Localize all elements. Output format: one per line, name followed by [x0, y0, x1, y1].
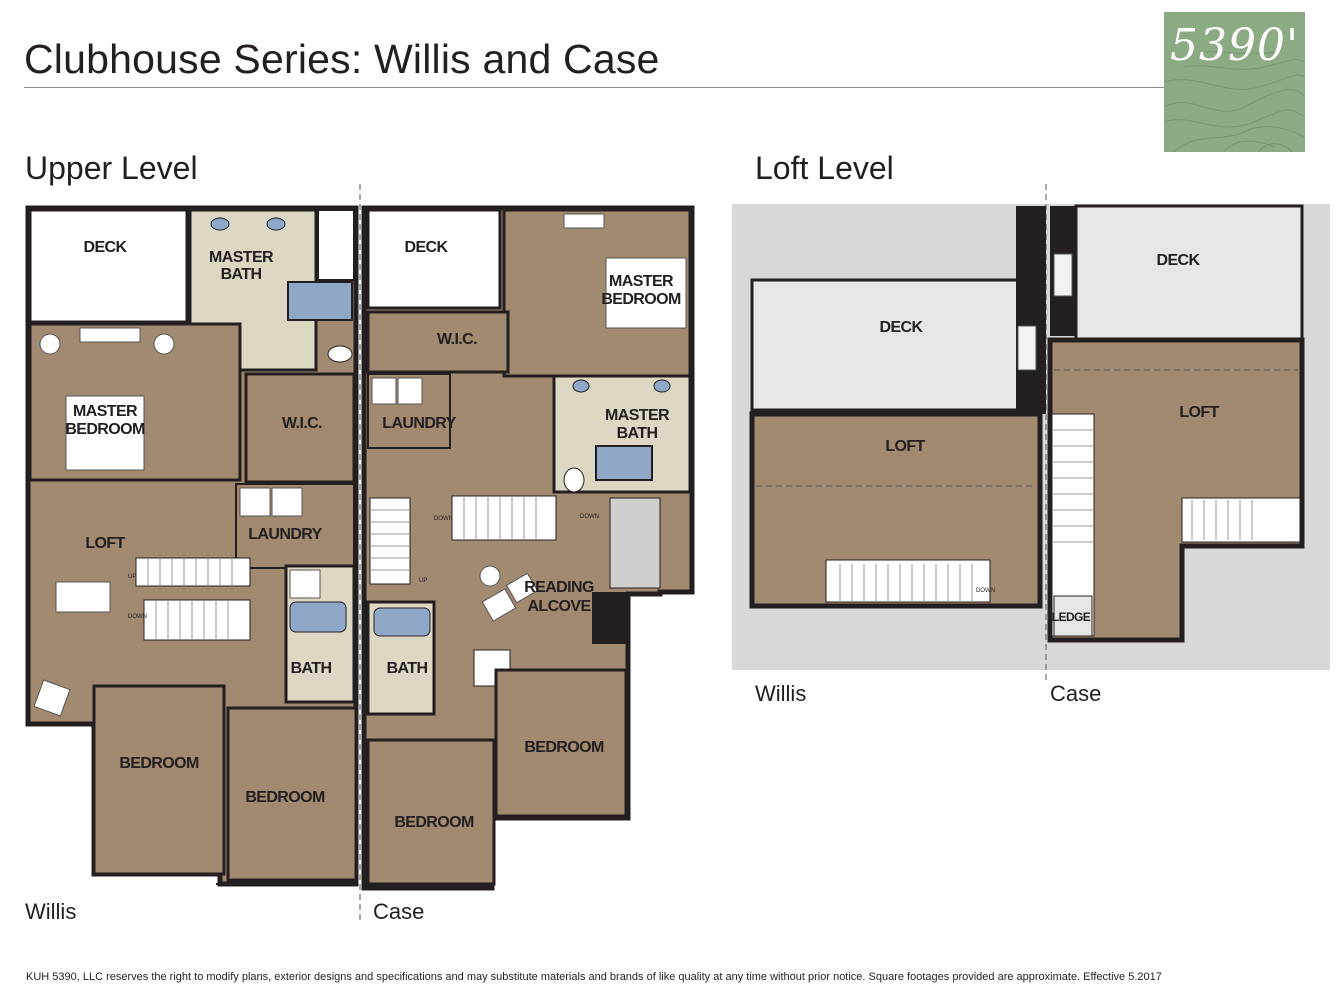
willis-bath-label: BATH	[291, 660, 332, 677]
case-stair-up-label: UP	[419, 578, 427, 584]
case-fireplace-icon	[1053, 253, 1073, 297]
case-laundry-label: LAUNDRY	[382, 415, 456, 432]
case-dresser-icon	[563, 213, 605, 229]
willis-wic	[244, 372, 356, 484]
case-shower	[595, 445, 653, 481]
willis-shower	[287, 281, 353, 321]
case-bedroom-2	[494, 668, 628, 818]
case-stair-down-label: DOWN	[434, 516, 453, 522]
willis-tub-icon	[289, 601, 347, 633]
willis-toilet-icon	[327, 345, 353, 363]
case-master-bath-label: MASTER	[605, 407, 670, 424]
willis-dresser-icon	[79, 327, 141, 343]
case-chair-icon	[505, 572, 539, 604]
logo-text: 5390'	[1170, 20, 1300, 71]
case-ledge-label: LEDGE	[1052, 610, 1091, 624]
case-reading-alcove-label: ALCOVE	[527, 598, 591, 615]
willis-closet	[317, 209, 355, 281]
title-divider	[24, 87, 1164, 88]
willis-stairs	[135, 557, 251, 641]
disclaimer-text: KUH 5390, LLC reserves the right to modi…	[26, 971, 1162, 983]
willis-sink-icon	[266, 217, 286, 231]
case-bed-icon	[605, 257, 687, 329]
willis-chair-icon	[153, 333, 175, 355]
willis-washer-icon	[239, 487, 271, 517]
case-master-bedroom-label: BEDROOM	[601, 291, 681, 308]
case-stairs	[369, 495, 661, 589]
upper-case-caption: Case	[373, 899, 425, 924]
willis-chair-icon	[39, 333, 61, 355]
case-wic-label: W.I.C.	[437, 331, 477, 348]
brand-logo: 5390'	[1164, 12, 1305, 152]
loft-willis-caption: Willis	[755, 681, 807, 706]
case-reading-alcove-label: READING	[524, 579, 594, 596]
willis-fireplace-icon	[1017, 325, 1037, 371]
case-ledge	[1053, 595, 1093, 637]
case-loft-label: LOFT	[1179, 404, 1219, 421]
case-washer-icon	[371, 377, 397, 405]
topographic-pattern-icon	[1164, 51, 1305, 152]
case-tub-icon	[373, 607, 431, 637]
willis-dryer-icon	[271, 487, 303, 517]
case-dryer-icon	[397, 377, 423, 405]
case-sink-icon	[653, 379, 671, 393]
willis-master-bedroom-label: MASTER	[73, 403, 138, 420]
case-loft-deck	[1074, 204, 1304, 342]
case-master-bath-label: BATH	[617, 425, 658, 442]
willis-laundry-label: LAUNDRY	[248, 526, 322, 543]
case-master-bedroom-label: MASTER	[609, 273, 674, 290]
case-stair-down-label: DOWN	[580, 514, 599, 520]
willis-master-bedroom-label: BEDROOM	[65, 421, 145, 438]
loft-level-heading: Loft Level	[755, 150, 894, 186]
case-bedroom-1-label: BEDROOM	[394, 814, 474, 831]
willis-loft-chimney	[1016, 206, 1046, 414]
willis-wic-label: W.I.C.	[282, 415, 322, 432]
willis-master-bath-label: MASTER	[209, 249, 274, 266]
willis-deck	[28, 208, 189, 324]
case-bath-label: BATH	[387, 660, 428, 677]
page-title: Clubhouse Series: Willis and Case	[24, 36, 660, 82]
case-wic	[366, 310, 510, 374]
willis-sink-icon	[210, 217, 230, 231]
case-deck	[366, 208, 502, 310]
case-table-icon	[479, 565, 501, 587]
willis-loft-stairs	[825, 559, 991, 603]
case-loft-deck-label: DECK	[1157, 252, 1201, 269]
upper-level-floor-plan: UP DOWN DECK MASTER BATH MASTER BEDROOM …	[25, 184, 695, 924]
case-bedroom-2-label: BEDROOM	[524, 739, 604, 756]
loft-level-floor-plan: DOWN DECK LOFT DECK LOFT LEDGE	[732, 184, 1330, 684]
willis-loft-stair-down-label: DOWN	[976, 588, 995, 594]
willis-loft-label: LOFT	[885, 438, 925, 455]
willis-loft-label: LOFT	[85, 535, 125, 552]
willis-loft-deck	[750, 278, 1042, 412]
case-sink-icon	[572, 379, 590, 393]
willis-loft-deck-label: DECK	[880, 319, 924, 336]
case-chair-icon	[481, 588, 517, 622]
upper-willis-caption: Willis	[25, 899, 77, 924]
willis-table-icon	[55, 581, 111, 613]
willis-shower-icon	[289, 569, 321, 599]
case-bedroom-1	[366, 738, 496, 886]
case-chimney	[592, 592, 628, 644]
case-deck-label: DECK	[405, 239, 449, 256]
willis-stair-down-label: DOWN	[128, 614, 147, 620]
willis-bedroom-1	[92, 684, 226, 876]
willis-stair-up-label: UP	[128, 574, 136, 580]
upper-level-heading: Upper Level	[25, 150, 198, 186]
loft-case-caption: Case	[1050, 681, 1102, 706]
willis-master-bath-label: BATH	[221, 266, 262, 283]
willis-bedroom-1-label: BEDROOM	[119, 755, 199, 772]
case-loft	[1047, 337, 1305, 643]
willis-chair-icon	[33, 679, 71, 717]
willis-bedroom-2-label: BEDROOM	[245, 789, 325, 806]
willis-deck-label: DECK	[84, 239, 128, 256]
willis-bed-icon	[65, 395, 145, 471]
case-toilet-icon	[563, 467, 585, 493]
